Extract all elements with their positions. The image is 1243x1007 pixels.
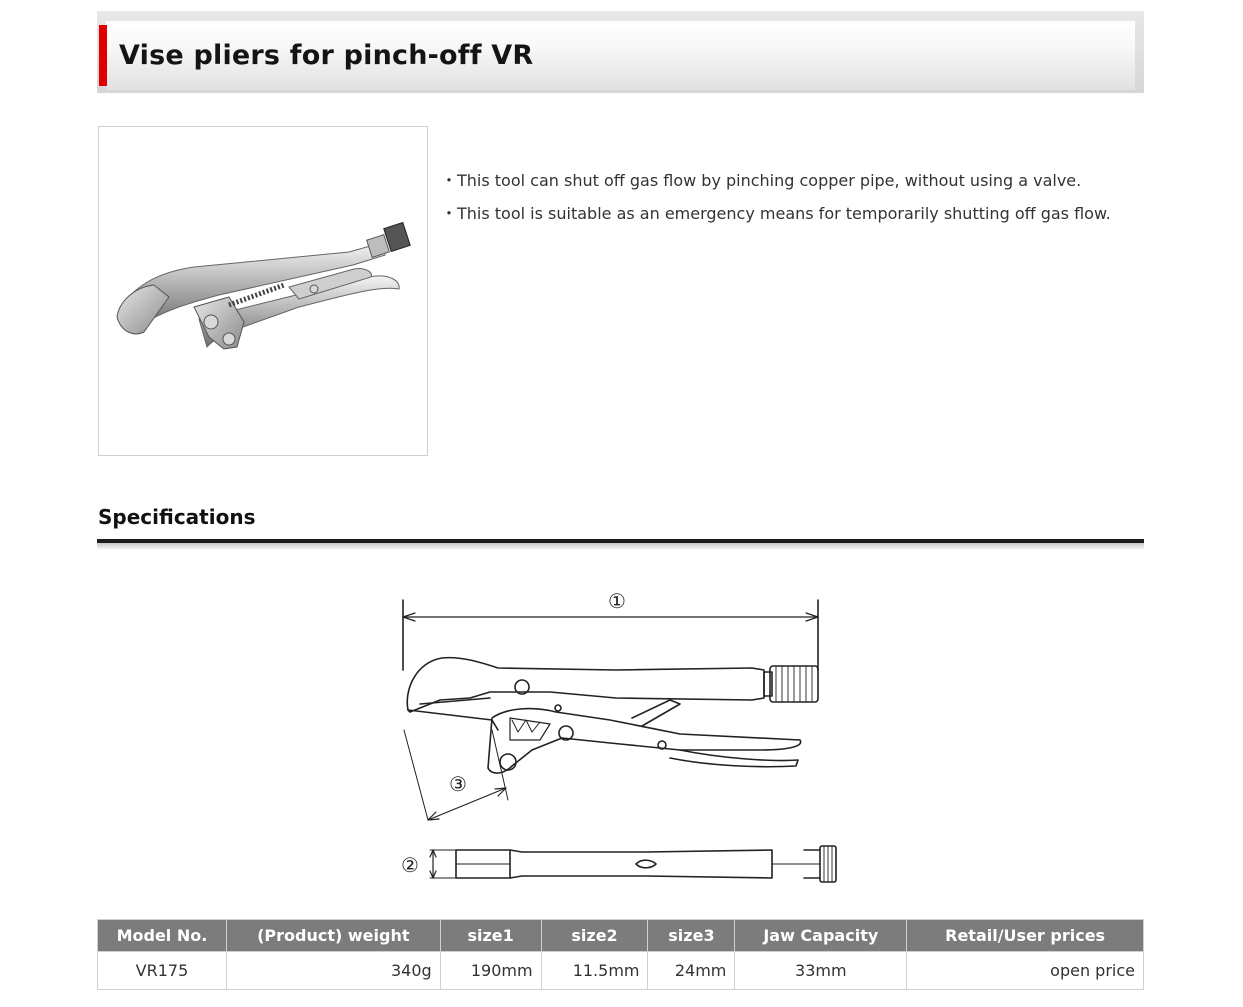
column-header: size3 — [647, 919, 736, 952]
size1-cell: 190mm — [439, 951, 542, 990]
price-cell: open price — [906, 951, 1144, 990]
specifications-table: Model No. (Product) weight size1 size2 s… — [97, 919, 1144, 990]
page-title: Vise pliers for pinch-off VR — [119, 40, 534, 71]
feature-item: ・This tool can shut off gas flow by pinc… — [441, 171, 1082, 190]
column-header: Retail/User prices — [906, 919, 1144, 952]
dimension-label-2: ② — [401, 853, 419, 877]
weight-cell: 340g — [225, 951, 441, 990]
model-number-cell: VR175 — [97, 951, 227, 990]
column-header: Model No. — [97, 919, 227, 952]
column-header: size2 — [540, 919, 649, 952]
feature-list: ・This tool can shut off gas flow by pinc… — [441, 170, 1111, 236]
heading-divider-shadow — [97, 543, 1144, 550]
table-row: VR175 340g 190mm 11.5mm 24mm 33mm open p… — [97, 951, 1144, 990]
size3-cell: 24mm — [647, 951, 736, 990]
title-banner: Vise pliers for pinch-off VR — [97, 11, 1144, 93]
title-banner-inner — [106, 21, 1135, 90]
column-header: Jaw Capacity — [734, 919, 908, 952]
vise-pliers-photo-icon — [116, 221, 411, 350]
dimension-diagram: ① ③ ② — [401, 589, 837, 883]
product-image — [98, 126, 428, 456]
size2-cell: 11.5mm — [540, 951, 649, 990]
specifications-heading: Specifications — [98, 505, 256, 529]
title-accent-bar — [99, 25, 107, 86]
column-header: (Product) weight — [225, 919, 441, 952]
dimension-label-1: ① — [608, 589, 626, 613]
heading-divider — [97, 539, 1144, 543]
jaw-capacity-cell: 33mm — [734, 951, 908, 990]
table-header-row: Model No. (Product) weight size1 size2 s… — [97, 919, 1144, 952]
feature-item: ・This tool is suitable as an emergency m… — [441, 204, 1111, 223]
dimension-label-3: ③ — [449, 772, 467, 796]
column-header: size1 — [439, 919, 542, 952]
